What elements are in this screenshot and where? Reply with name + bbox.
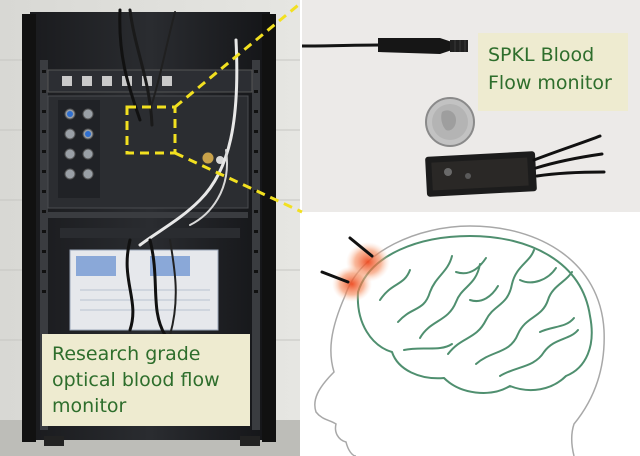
callout-box [125, 105, 177, 155]
brain-illustration [300, 214, 640, 456]
sensor-connector [378, 38, 452, 54]
probe-upper [348, 236, 374, 258]
callout-line-bottom [174, 151, 303, 214]
spkl-caption-line: Flow monitor [488, 72, 612, 94]
brain-outline [356, 234, 593, 394]
rack-caption-line: Research grade [52, 343, 201, 365]
rack-caption-line: optical blood flow [52, 369, 220, 391]
callout [125, 0, 303, 214]
brain-gyri [379, 249, 579, 377]
rack-caption-line: monitor [52, 395, 127, 417]
callout-line-top [174, 0, 303, 109]
spkl-caption-line: SPKL Blood [488, 44, 595, 66]
spkl-caption: SPKL Blood Flow monitor [478, 33, 628, 111]
probe-lower [320, 270, 350, 284]
probe-glow-lower [332, 266, 372, 302]
head-outline [314, 295, 357, 456]
rack-caption: Research grade optical blood flow monito… [42, 334, 250, 426]
